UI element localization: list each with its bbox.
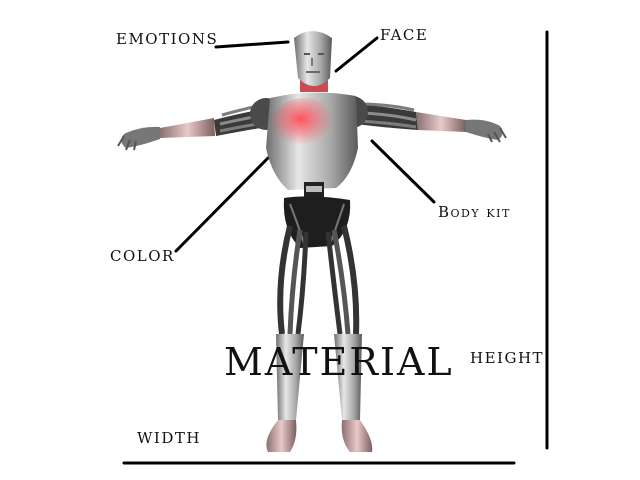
torso — [266, 92, 358, 190]
face-pointer — [334, 36, 379, 73]
color-pointer — [174, 156, 270, 253]
body-kit-pointer — [370, 139, 436, 204]
pelvis — [283, 196, 351, 248]
annotation-lines — [122, 30, 549, 465]
material-label: MATERIAL — [224, 340, 454, 384]
left-arm — [117, 102, 272, 151]
emotions-label: EMOTIONS — [116, 30, 219, 48]
body-kit-label: Body kit — [438, 203, 511, 221]
legs — [266, 225, 373, 452]
right-arm — [356, 102, 507, 143]
height-label: HEIGHT — [470, 349, 545, 367]
head — [294, 31, 332, 92]
face-label: FACE — [380, 26, 429, 44]
width-label: WIDTH — [137, 429, 201, 447]
color-label: COLOR — [110, 247, 175, 265]
emotions-pointer — [214, 40, 290, 49]
